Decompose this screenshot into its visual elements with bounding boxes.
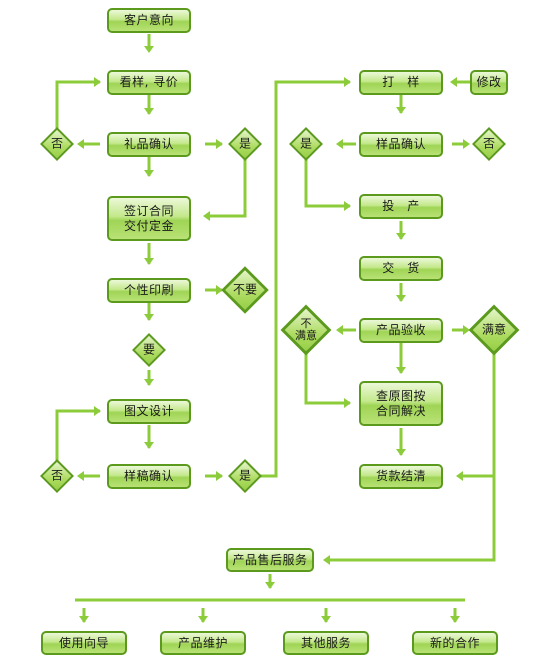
arrowhead [463, 325, 470, 335]
decision-inspect-satisfied-label: 满意 [481, 322, 507, 337]
arrowhead [344, 201, 351, 211]
node-view-sample-price: 看样, 寻价 [107, 70, 191, 95]
arrowhead [456, 471, 463, 481]
arrowhead [144, 108, 154, 115]
decision-draft-no-label: 否 [50, 468, 64, 483]
arrowhead [336, 139, 343, 149]
node-after-sales-service: 产品售后服务 [226, 548, 314, 572]
decision-sample-yes-label: 是 [299, 136, 313, 151]
decision-personal-no-label: 不要 [232, 282, 258, 297]
line-yes-to-proof [257, 80, 350, 478]
line-good-settle [460, 350, 496, 478]
node-new-cooperation: 新的合作 [412, 631, 498, 655]
arrowhead [144, 258, 154, 265]
arrowhead [396, 233, 406, 240]
node-payment-settled: 货款结清 [359, 464, 443, 489]
node-resolve-by-contract: 查原图按 合同解决 [359, 381, 443, 426]
arrowhead [144, 46, 154, 53]
node-other-services: 其他服务 [283, 631, 369, 655]
decision-gift-yes-label: 是 [238, 136, 252, 151]
line-sample-yes-produce [304, 156, 350, 208]
line-gift-yes-contract [210, 156, 247, 218]
arrowhead [77, 471, 84, 481]
node-modify: 修改 [470, 70, 508, 95]
node-delivery: 交 货 [359, 256, 443, 281]
arrowhead [198, 616, 208, 623]
arrowhead [216, 285, 223, 295]
arrowhead [450, 616, 460, 623]
arrowhead [396, 295, 406, 302]
arrowhead [203, 211, 210, 221]
arrowhead [144, 442, 154, 449]
arrowhead [344, 77, 351, 87]
arrowhead [216, 471, 223, 481]
arrowhead [79, 616, 89, 623]
line-bad-resolve [304, 350, 350, 405]
arrowhead [144, 170, 154, 177]
decision-sample-no-label: 否 [482, 136, 496, 151]
line-good-after [325, 476, 496, 562]
arrowhead [321, 616, 331, 623]
arrowhead [216, 139, 223, 149]
arrowhead [336, 325, 343, 335]
node-product-inspection: 产品验收 [359, 318, 443, 343]
node-customer-intent: 客户意向 [107, 8, 191, 33]
arrowhead [463, 139, 470, 149]
node-production: 投 产 [359, 194, 443, 219]
arrowhead [94, 77, 101, 87]
node-product-maintenance: 产品维护 [160, 631, 246, 655]
arrowhead [344, 398, 351, 408]
node-gift-confirm: 礼品确认 [107, 132, 191, 157]
node-graphic-design: 图文设计 [107, 399, 191, 424]
arrowhead [77, 139, 84, 149]
decision-draft-yes-label: 是 [238, 468, 252, 483]
arrowhead [323, 555, 330, 565]
arrowhead [144, 314, 154, 321]
line-gift-no-loop [55, 80, 100, 132]
arrowhead [396, 449, 406, 456]
node-draft-confirm: 样稿确认 [107, 464, 191, 489]
decision-personal-yes-label: 要 [142, 342, 156, 357]
arrowhead [265, 582, 275, 589]
arrowhead [396, 107, 406, 114]
arrowhead [396, 367, 406, 374]
arrowhead [450, 77, 457, 87]
node-sample-confirm: 样品确认 [359, 132, 443, 157]
node-personal-print: 个性印刷 [107, 278, 191, 303]
decision-gift-no-label: 否 [50, 136, 64, 151]
arrowhead [144, 379, 154, 386]
decision-inspect-unsatisfied-label: 不 满意 [295, 317, 317, 342]
node-sign-contract: 签订合同 交付定金 [107, 196, 191, 241]
node-proofing: 打 样 [359, 70, 443, 95]
line-draft-no-loop [55, 409, 100, 465]
arrowhead [94, 406, 101, 416]
node-usage-guide: 使用向导 [41, 631, 127, 655]
